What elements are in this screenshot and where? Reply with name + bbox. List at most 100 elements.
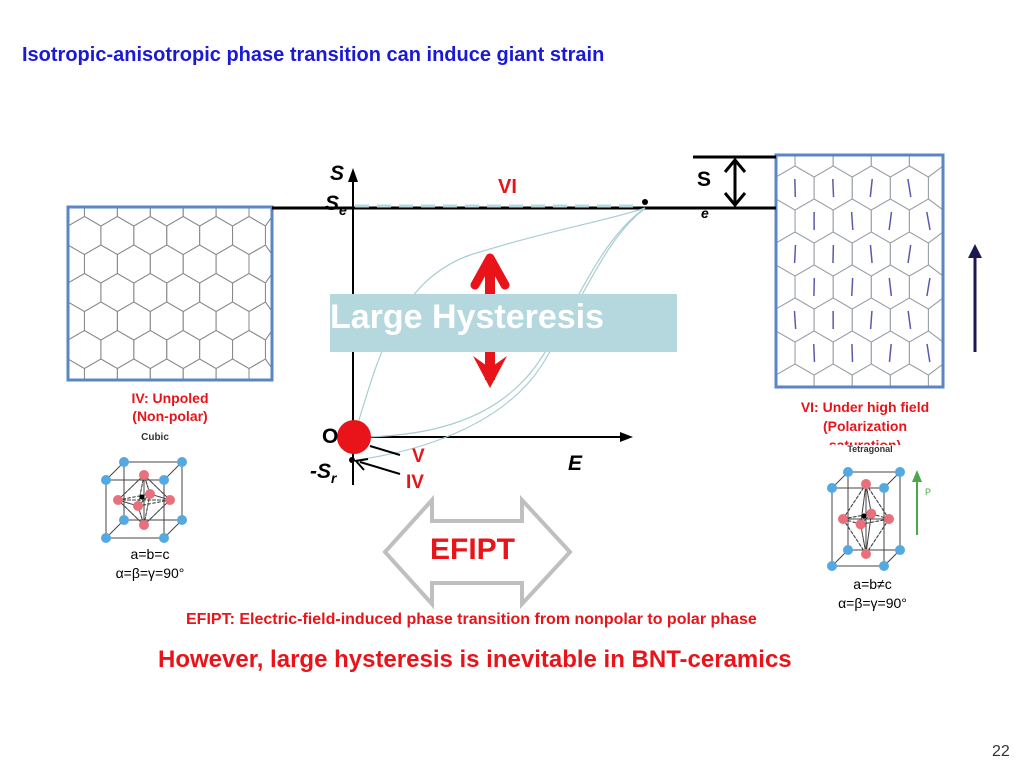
cubic-unit-cell bbox=[101, 457, 187, 543]
grain-cell bbox=[116, 206, 151, 227]
s-axis-label: S bbox=[330, 162, 345, 185]
dipole-arrow bbox=[926, 211, 931, 231]
sr-label: -Sr bbox=[310, 460, 336, 486]
corner-atom bbox=[177, 515, 187, 525]
dipole-arrow bbox=[926, 277, 931, 297]
grain-cell bbox=[927, 164, 944, 212]
v-pointer bbox=[369, 445, 401, 456]
dipole-arrow bbox=[794, 178, 797, 198]
grain-cell bbox=[215, 358, 250, 381]
grain-cell bbox=[248, 244, 273, 284]
cell-edge bbox=[860, 483, 867, 525]
grain-cell bbox=[149, 358, 184, 381]
grain-cell bbox=[199, 329, 234, 370]
poled-grain-box bbox=[774, 153, 945, 389]
cubic-angles: α=β=γ=90° bbox=[115, 565, 185, 581]
corner-atom bbox=[895, 545, 905, 555]
cell-edge bbox=[842, 483, 867, 520]
sr-label-main: -S bbox=[310, 460, 331, 483]
grain-cell bbox=[100, 329, 135, 370]
hysteresis-label: Large Hysteresis bbox=[330, 298, 605, 336]
grain-cell bbox=[67, 358, 85, 381]
unpoled-caption: IV: Unpoled (Non-polar) bbox=[80, 389, 260, 425]
cubic-params: a=b=c α=β=γ=90° bbox=[95, 545, 205, 583]
grain-cell bbox=[851, 363, 891, 388]
grain-cell bbox=[182, 244, 217, 284]
poled-caption: VI: Under high field (Polarization satur… bbox=[770, 398, 960, 445]
oxygen-atom bbox=[884, 514, 894, 524]
grain-cell bbox=[149, 244, 184, 284]
cubic-label: Cubic bbox=[141, 432, 169, 443]
grain-cell bbox=[149, 301, 184, 341]
grain-cell bbox=[182, 206, 217, 227]
grain-cell bbox=[232, 272, 266, 313]
grain-cell bbox=[232, 215, 266, 256]
cell-edge bbox=[143, 499, 171, 526]
dipole-arrow bbox=[869, 178, 873, 198]
grain-cell bbox=[775, 363, 815, 388]
unpoled-hex-grid bbox=[67, 206, 273, 381]
se-double-arrow bbox=[723, 157, 747, 208]
grain-cell bbox=[67, 329, 102, 370]
dipole-arrow bbox=[907, 244, 912, 264]
unpoled-caption-line: (Non-polar) bbox=[132, 408, 208, 424]
dipole-arrow bbox=[888, 211, 893, 231]
dipole-arrow bbox=[888, 343, 892, 363]
dipole-arrow bbox=[926, 343, 931, 363]
tetragonal-params: a=b≠c α=β=γ=90° bbox=[815, 575, 930, 613]
grain-cell bbox=[232, 329, 266, 370]
cell-edge bbox=[143, 493, 151, 526]
tetragonal-angles: α=β=γ=90° bbox=[838, 595, 907, 611]
grain-cell bbox=[215, 206, 250, 227]
iv-pointer bbox=[354, 458, 401, 475]
grain-cell bbox=[83, 301, 118, 341]
corner-atom bbox=[159, 475, 169, 485]
grain-cell bbox=[100, 272, 135, 313]
corner-atom bbox=[119, 515, 129, 525]
state-iv-label: IV bbox=[406, 472, 424, 493]
grain-cell bbox=[794, 154, 834, 178]
corner-atom bbox=[879, 561, 889, 571]
e-axis-label: E bbox=[568, 452, 583, 475]
corner-atom bbox=[101, 475, 111, 485]
slide-title: Isotropic-anisotropic phase transition c… bbox=[22, 44, 605, 66]
grain-cell bbox=[832, 154, 872, 178]
oxygen-atom bbox=[866, 508, 877, 519]
grain-cell bbox=[813, 363, 853, 388]
grain-cell bbox=[100, 215, 135, 256]
oxygen-atom bbox=[139, 470, 149, 480]
corner-atom bbox=[177, 457, 187, 467]
dipole-arrow bbox=[869, 244, 873, 264]
corner-atom bbox=[101, 533, 111, 543]
grain-cell bbox=[775, 154, 796, 178]
oxygen-atom bbox=[165, 495, 175, 505]
corner-atom bbox=[895, 467, 905, 477]
grain-cell bbox=[182, 358, 217, 381]
dipole-arrow bbox=[869, 310, 873, 330]
efipt-label: EFIPT bbox=[430, 533, 516, 566]
tetragonal-unit-cell bbox=[827, 467, 905, 571]
grain-cell bbox=[182, 301, 217, 341]
grain-cell bbox=[116, 301, 151, 341]
hysteresis-loop bbox=[355, 207, 646, 461]
efipt-double-arrow bbox=[382, 494, 573, 610]
dipole-arrow bbox=[888, 277, 893, 297]
se-label: Se bbox=[325, 192, 347, 218]
right-s-label: S bbox=[697, 168, 712, 191]
dipole-arrow bbox=[793, 310, 797, 330]
grain-cell bbox=[775, 264, 796, 310]
corner-atom bbox=[843, 467, 853, 477]
oxygen-atom bbox=[861, 479, 871, 489]
sr-label-sub: r bbox=[331, 470, 337, 487]
cell-edge bbox=[117, 499, 145, 526]
grain-cell bbox=[133, 215, 168, 256]
grain-cell bbox=[927, 362, 944, 388]
corner-atom bbox=[879, 483, 889, 493]
grain-cell bbox=[133, 272, 168, 313]
oxygen-atom bbox=[838, 514, 848, 524]
grain-cell bbox=[248, 301, 273, 341]
grain-cell bbox=[775, 330, 796, 376]
unpoled-grain-box bbox=[66, 205, 274, 382]
poled-caption-line: saturation) bbox=[828, 437, 902, 445]
